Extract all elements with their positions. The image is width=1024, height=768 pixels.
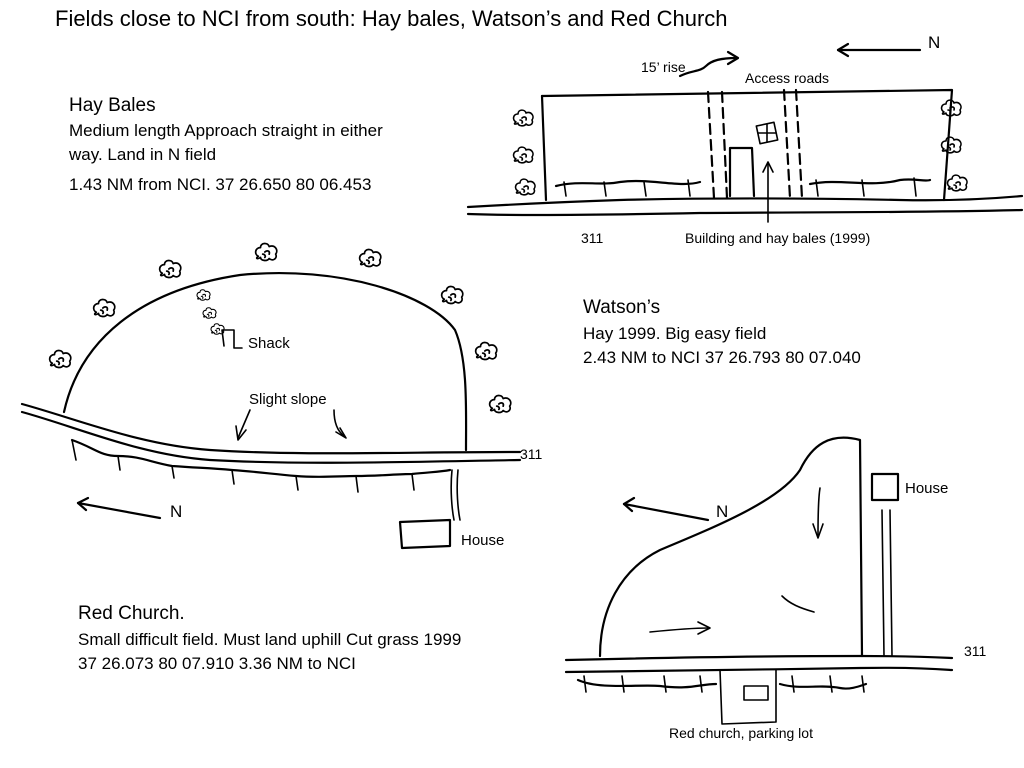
- house-drive-b: [456, 469, 461, 521]
- road-311-south-edge: [466, 208, 1024, 217]
- watsons-field-outline: [62, 271, 468, 452]
- building: [728, 146, 756, 198]
- watsons-house-label: House: [461, 532, 505, 549]
- tree-icon: [512, 109, 534, 127]
- tree-icon: [474, 341, 498, 361]
- slope-arrow-right: [333, 409, 345, 437]
- hay-bales-line2: way. Land in N field: [69, 145, 217, 164]
- red-church-building: [743, 685, 769, 701]
- north-arrow-head: [836, 42, 850, 58]
- red-church-coords: 37 26.073 80 07.910 3.36 NM to NCI: [78, 654, 356, 673]
- building-label: Building and hay bales (1999): [685, 230, 871, 246]
- watsons-road-label: 311: [520, 446, 543, 462]
- north-arrow-head: [76, 496, 90, 512]
- red-church-fence: [576, 678, 868, 690]
- hay-road-label: 311: [581, 230, 604, 246]
- tree-icon: [196, 289, 211, 301]
- parking-lot: [719, 669, 777, 725]
- slope-arrow-right-head: [335, 427, 347, 439]
- hay-bales-coords: 1.43 NM from NCI. 37 26.650 80 06.453: [69, 175, 372, 194]
- building-pointer-head: [762, 161, 774, 173]
- north-arrow-shaft: [622, 502, 710, 522]
- red-church-house: [870, 472, 900, 502]
- uphill-arrow-2: [781, 595, 815, 613]
- red-church-field-outline: [598, 436, 864, 658]
- uphill-arrow-3-head: [697, 621, 711, 635]
- hay-bales-line1: Medium length Approach straight in eithe…: [69, 121, 383, 140]
- tree-icon: [202, 307, 217, 319]
- tree-icon: [158, 259, 182, 279]
- hay-bales-heading: Hay Bales: [69, 95, 156, 116]
- rise-label: 15’ rise: [641, 59, 686, 75]
- shack-label: Shack: [248, 335, 290, 352]
- hay-bale-stack: [755, 121, 779, 145]
- hay-field-west-edge: [540, 94, 548, 202]
- uphill-arrow-1-head: [812, 523, 824, 539]
- tree-icon: [358, 248, 382, 268]
- red-church-fence-posts: [583, 675, 865, 693]
- access-road-left-a: [706, 90, 716, 200]
- uphill-arrow-1: [817, 487, 821, 537]
- house-drive: [881, 509, 893, 657]
- road-311-north-edge: [466, 194, 1024, 209]
- road-311-south-edge: [20, 410, 522, 464]
- red-church-heading: Red Church.: [78, 603, 185, 624]
- watsons-line1: Hay 1999. Big easy field: [583, 324, 767, 343]
- tree-icon: [514, 178, 536, 196]
- uphill-arrow-3: [649, 627, 709, 633]
- hay-fence: [554, 178, 932, 188]
- road-311-north-edge: [564, 654, 954, 662]
- watsons-fence: [70, 438, 452, 478]
- tree-icon: [946, 174, 968, 192]
- tree-icon: [512, 146, 534, 164]
- watsons-coords: 2.43 NM to NCI 37 26.793 80 07.040: [583, 348, 861, 367]
- rise-arrow-head: [726, 50, 740, 66]
- watsons-fence-posts: [71, 439, 415, 493]
- hay-field-outline: [540, 88, 954, 202]
- red-church-line1: Small difficult field. Must land uphill …: [78, 630, 462, 649]
- watsons-north-label: N: [170, 502, 183, 521]
- red-church-house-label: House: [905, 480, 949, 497]
- north-arrow-head: [622, 496, 636, 513]
- red-church-north-label: N: [716, 502, 729, 521]
- red-church-road-label: 311: [964, 643, 987, 659]
- access-road-left-b: [720, 90, 729, 200]
- road-311-north-edge: [20, 402, 522, 455]
- hay-bales-sketch: [466, 42, 1024, 223]
- slope-arrow-left-head: [235, 425, 247, 441]
- house-drive-a: [450, 469, 455, 521]
- page-title: Fields close to NCI from south: Hay bale…: [55, 6, 728, 31]
- watsons-sketch: [20, 242, 522, 550]
- red-church-sketch: [564, 436, 954, 725]
- parking-label: Red church, parking lot: [669, 725, 813, 741]
- shack: [221, 329, 243, 349]
- tree-icon: [488, 394, 512, 414]
- rise-arrow: [678, 56, 738, 78]
- hay-fence-posts: [563, 177, 917, 197]
- access-road-right-a: [782, 88, 792, 200]
- watsons-heading: Watson’s: [583, 297, 661, 318]
- tree-icon: [92, 298, 116, 318]
- slope-label: Slight slope: [249, 391, 327, 408]
- tree-icon: [48, 349, 72, 369]
- north-arrow-shaft: [76, 501, 162, 520]
- slope-arrow-left: [237, 409, 251, 439]
- tree-icon: [254, 242, 278, 262]
- road-311-south-edge: [564, 666, 954, 674]
- access-roads-label: Access roads: [745, 70, 830, 86]
- watsons-house: [398, 518, 452, 550]
- hay-north-label: N: [928, 33, 941, 52]
- tree-icon: [440, 285, 464, 305]
- access-road-right-b: [794, 88, 804, 200]
- tree-icon: [940, 136, 962, 154]
